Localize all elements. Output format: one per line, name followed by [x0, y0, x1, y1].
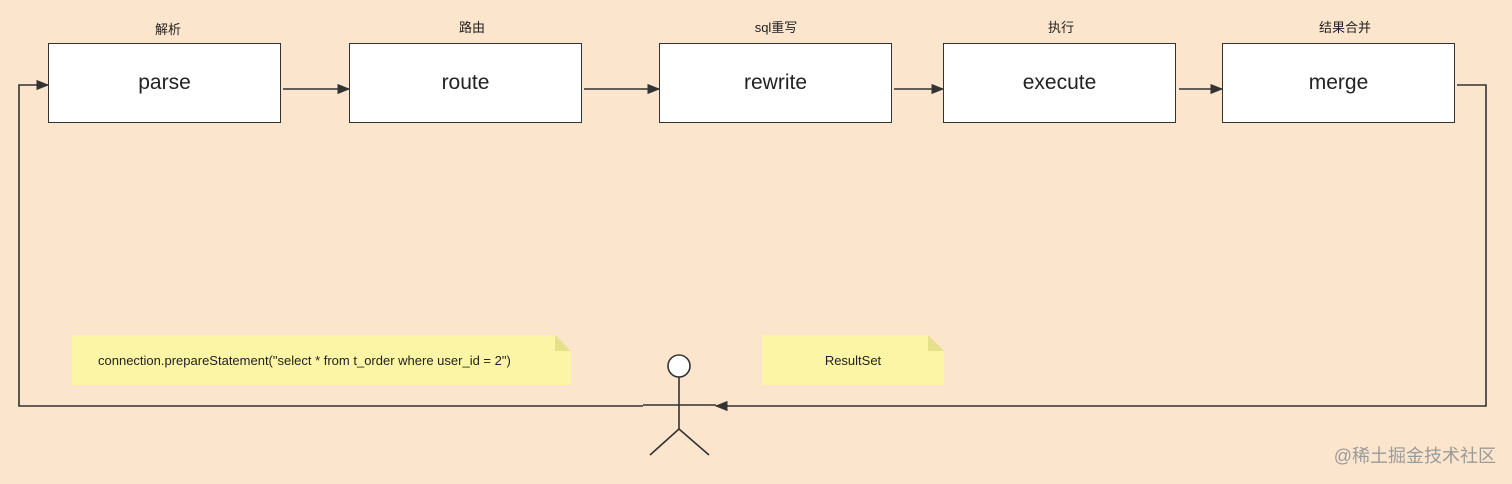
stage-label-rewrite: sql重写 — [754, 20, 798, 35]
statement-note-text: connection.prepareStatement("select * fr… — [98, 352, 511, 368]
note-fold-corner — [555, 335, 571, 351]
stage-box-execute: execute — [943, 43, 1176, 123]
resultset-note: ResultSet — [762, 335, 944, 385]
stage-label-parse: 解析 — [154, 22, 181, 37]
resultset-note-text: ResultSet — [824, 352, 882, 368]
note-fold-corner — [928, 335, 944, 351]
stage-label-merge: 结果合并 — [1318, 20, 1371, 35]
user-actor-icon — [643, 354, 716, 456]
stage-box-route: route — [349, 43, 582, 123]
stage-box-parse: parse — [48, 43, 281, 123]
arrow-actor-to-parse — [18, 79, 643, 407]
stage-box-rewrite: rewrite — [659, 43, 892, 123]
stage-box-merge: merge — [1222, 43, 1455, 123]
arrow-merge-to-actor — [714, 84, 1487, 412]
stage-label-route: 路由 — [458, 20, 485, 35]
statement-note: connection.prepareStatement("select * fr… — [72, 335, 571, 385]
stage-label-execute: 执行 — [1047, 20, 1074, 35]
watermark: @稀土掘金技术社区 — [1333, 446, 1496, 466]
